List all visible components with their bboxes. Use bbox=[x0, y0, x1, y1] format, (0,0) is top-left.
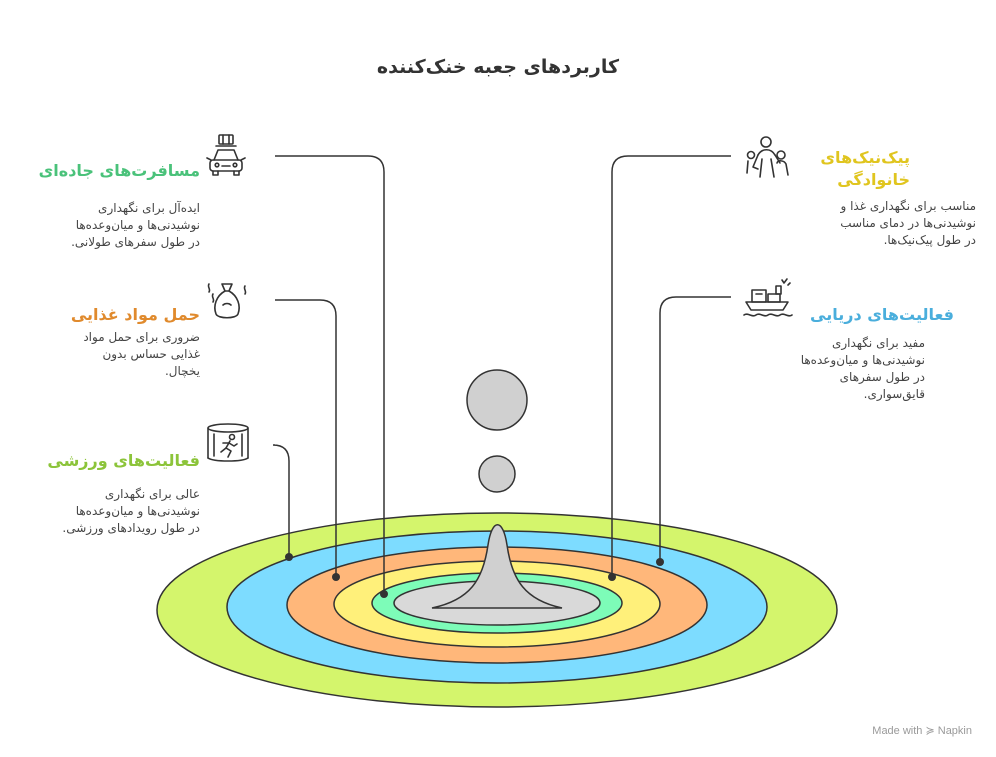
heading-marine: فعالیت‌های دریایی bbox=[810, 305, 954, 324]
heading-picnic: پیک‌نیک‌های خانوادگی bbox=[820, 148, 910, 189]
family-picnic-icon bbox=[746, 136, 789, 178]
droplet-small bbox=[478, 455, 516, 493]
desc-picnic: مناسب برای نگهداری غذا و نوشیدنی‌ها در د… bbox=[840, 199, 976, 247]
dot-food bbox=[332, 573, 340, 581]
dot-picnic bbox=[608, 573, 616, 581]
heading-road-trip: مسافرت‌های جاده‌ای bbox=[38, 161, 200, 180]
connector-sports bbox=[272, 444, 290, 557]
napkin-credit: Made with ≽ Napkin bbox=[872, 725, 972, 737]
connector-picnic bbox=[611, 155, 731, 577]
connector-food bbox=[275, 299, 337, 577]
dot-marine bbox=[656, 558, 664, 566]
heading-food: حمل مواد غذایی bbox=[70, 305, 200, 324]
sports-runner-icon bbox=[207, 423, 249, 462]
connector-marine bbox=[659, 296, 731, 562]
desc-road-trip: ایده‌آل برای نگهداری نوشیدنی‌ها و میان‌و… bbox=[71, 201, 200, 249]
food-bag-icon bbox=[207, 283, 247, 319]
dot-road-trip bbox=[380, 590, 388, 598]
dot-sports bbox=[285, 553, 293, 561]
desc-sports: عالی برای نگهداری نوشیدنی‌ها و میان‌وعده… bbox=[62, 487, 200, 535]
splash-peak bbox=[431, 524, 563, 609]
desc-food: ضروری برای حمل مواد غذایی حساس بدون یخچا… bbox=[83, 330, 200, 378]
desc-marine: مفید برای نگهداری نوشیدنی‌ها و میان‌وعده… bbox=[800, 336, 925, 401]
droplet-large bbox=[466, 369, 528, 431]
boat-icon bbox=[743, 278, 793, 317]
car-with-luggage-icon bbox=[206, 134, 246, 176]
connector-road-trip bbox=[275, 155, 385, 594]
heading-sports: فعالیت‌های ورزشی bbox=[47, 451, 200, 470]
page-title: کاربردهای جعبه خنک‌کننده bbox=[376, 56, 620, 78]
